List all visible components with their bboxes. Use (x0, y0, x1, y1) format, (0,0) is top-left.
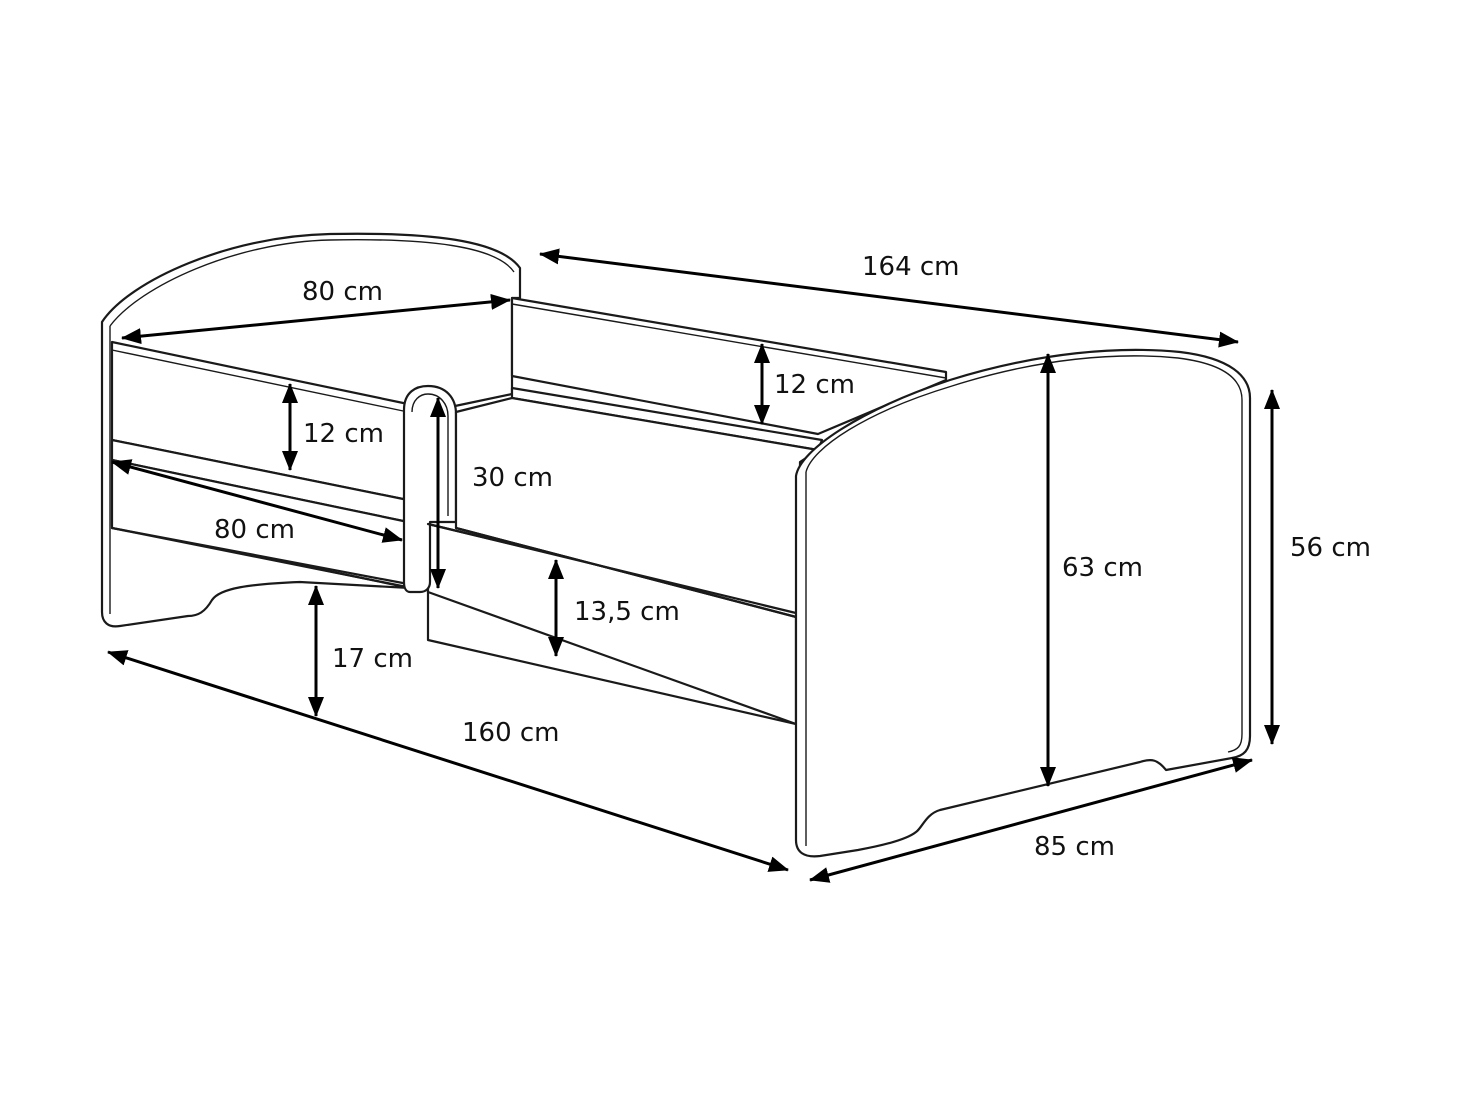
label-floor-clearance: 17 cm (332, 644, 413, 674)
label-footboard-height: 63 cm (1062, 553, 1143, 583)
arrow-depth (809, 757, 1253, 883)
left-headboard-edge (109, 239, 515, 327)
label-headboard-width: 80 cm (302, 277, 383, 307)
label-guard-height: 30 cm (472, 463, 553, 493)
arrow-opening-length (111, 459, 403, 543)
arrow-headboard-width (121, 293, 511, 345)
dimension-labels: 164 cm 80 cm 12 cm 12 cm 30 cm 80 cm 13,… (214, 252, 1371, 862)
label-depth: 85 cm (1034, 832, 1115, 862)
arrow-bottom-length (107, 650, 789, 872)
label-opening-length: 80 cm (214, 515, 295, 545)
arrow-top-length (539, 248, 1239, 348)
bed-outline (100, 232, 1252, 858)
label-bottom-length: 160 cm (462, 718, 560, 748)
dimension-arrows (107, 248, 1280, 883)
label-back-rail-height: 12 cm (774, 370, 855, 400)
label-front-rail-height: 12 cm (303, 419, 384, 449)
label-total-height: 56 cm (1290, 533, 1371, 563)
right-footboard-edge (805, 355, 1243, 753)
label-drawer-height: 13,5 cm (574, 597, 680, 627)
label-top-length: 164 cm (862, 252, 960, 282)
